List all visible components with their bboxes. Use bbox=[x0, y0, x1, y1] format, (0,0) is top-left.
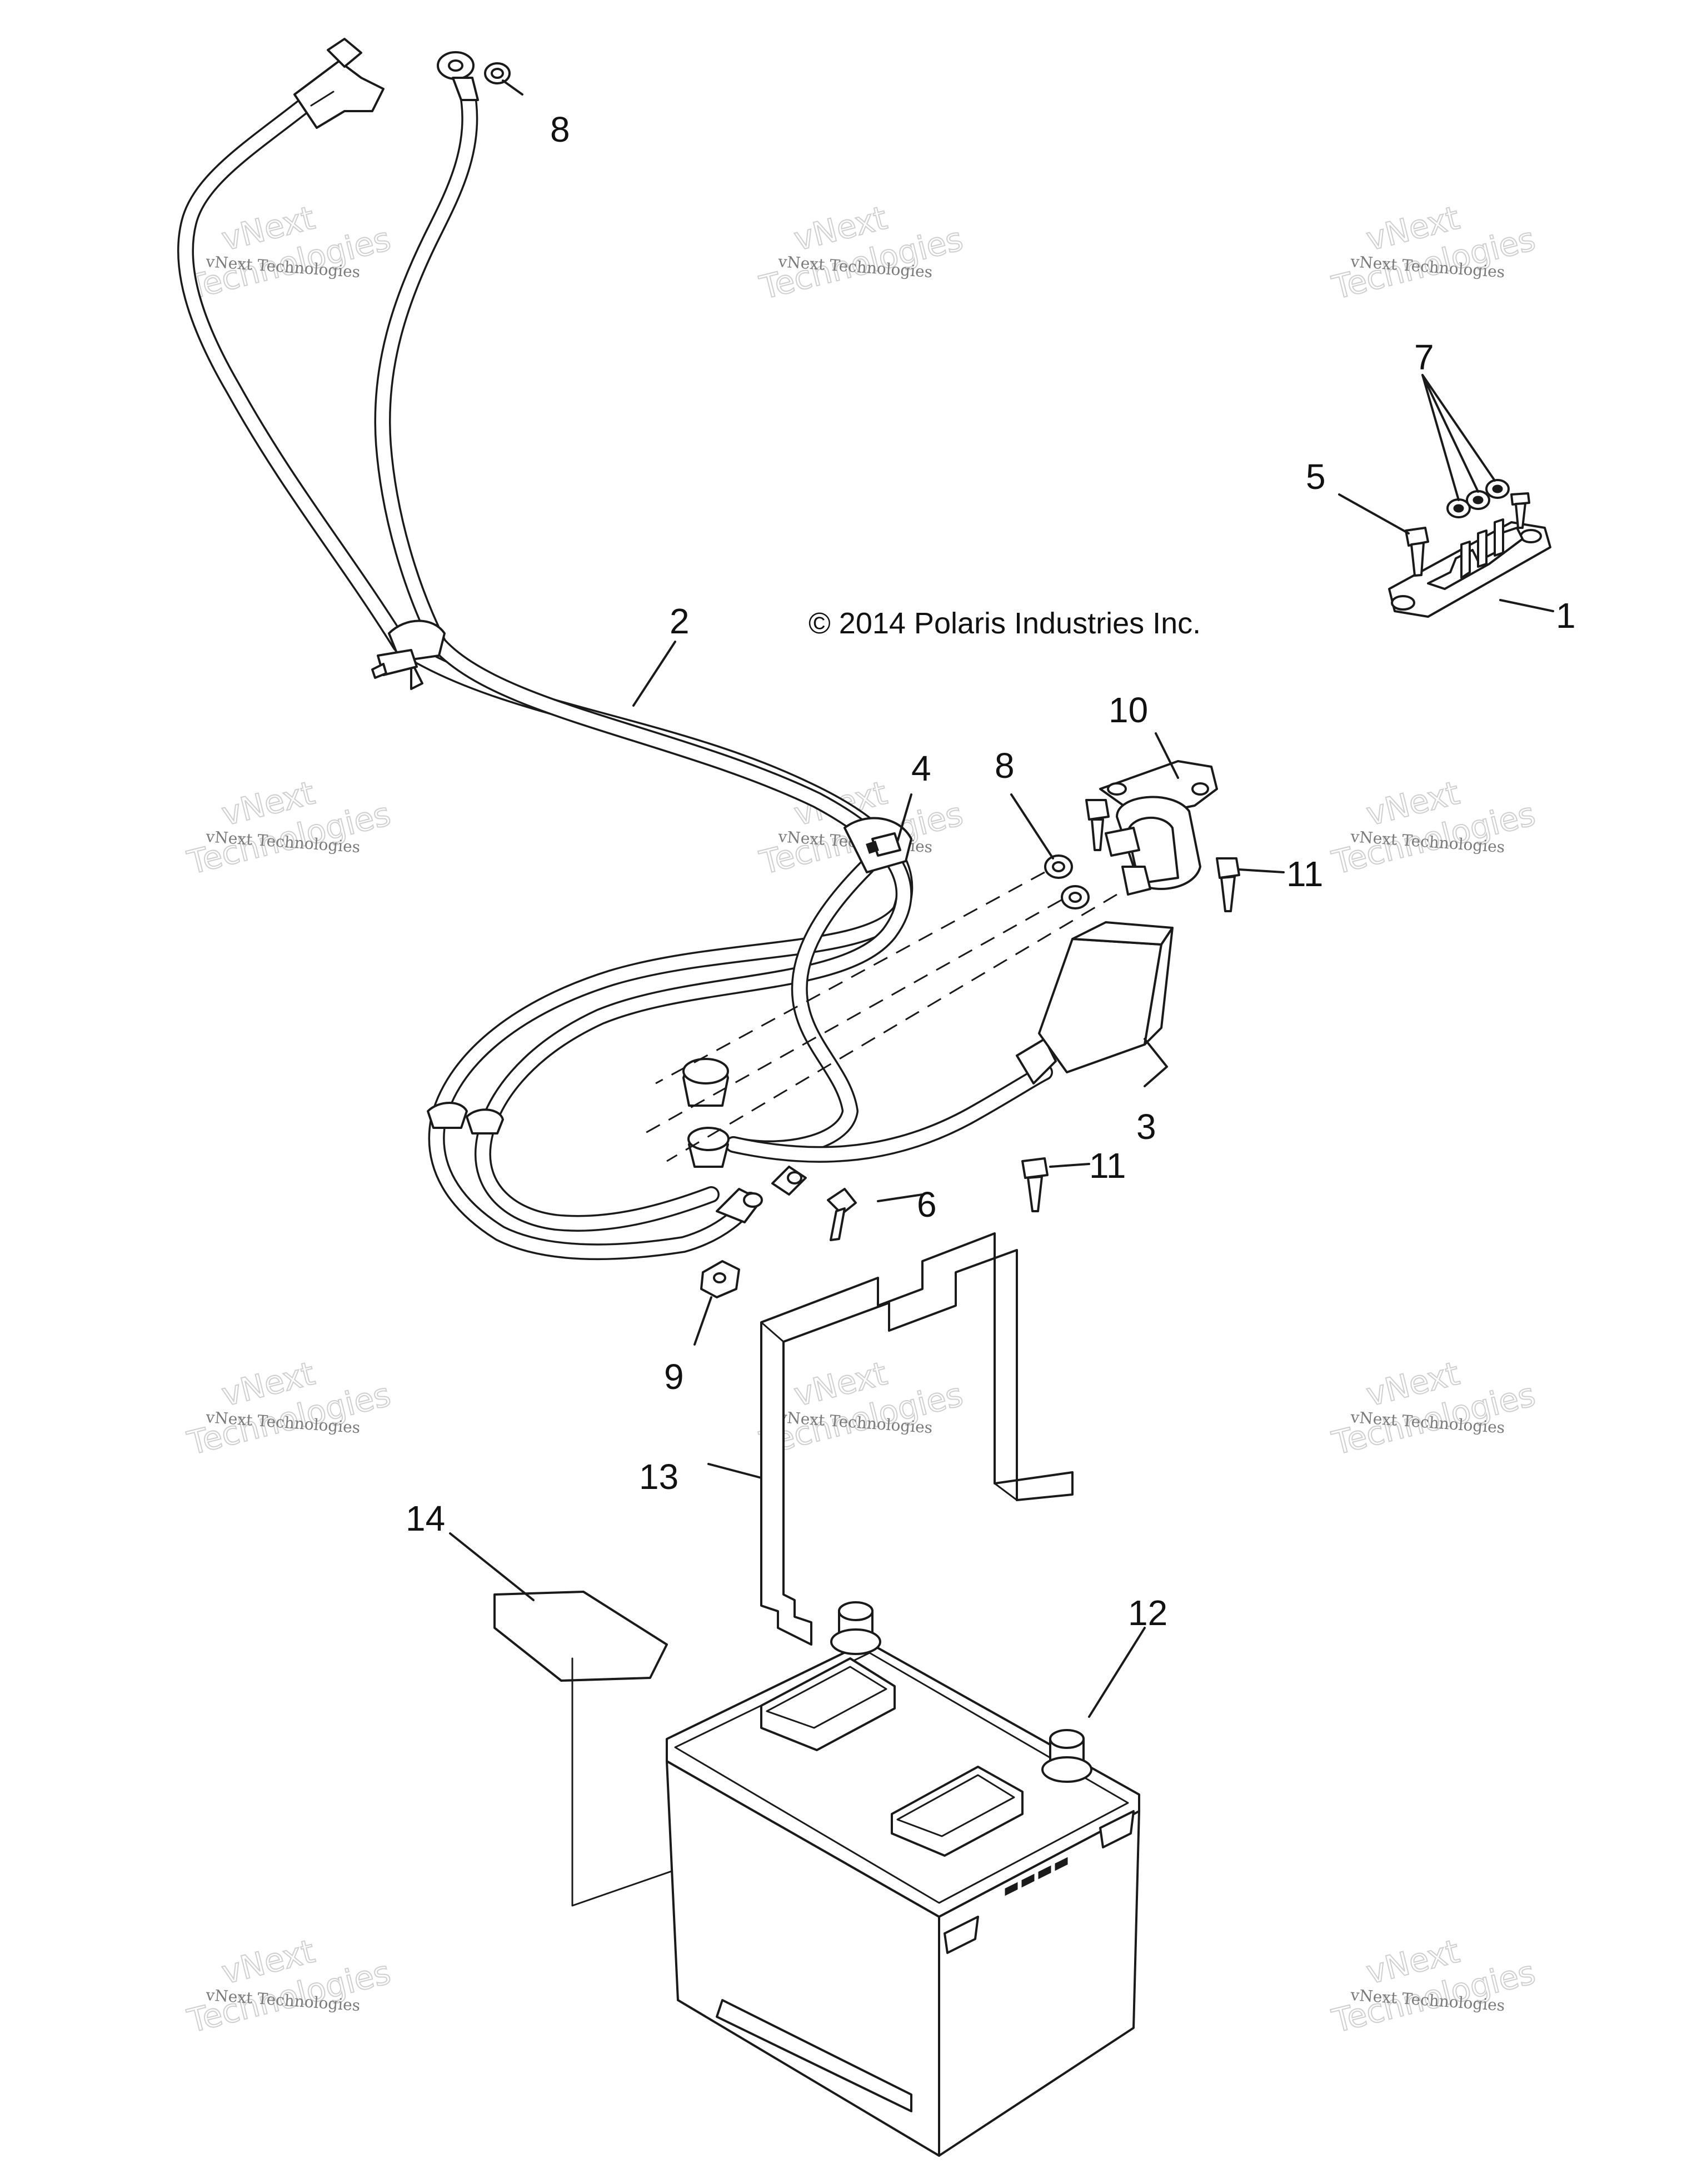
cable-boot-top-left bbox=[293, 38, 385, 129]
leader-8-top bbox=[502, 79, 523, 96]
alignment-lines bbox=[644, 871, 1117, 1162]
callout-11-mid: 11 bbox=[1089, 1146, 1126, 1186]
watermark-12: vNext Technologies bbox=[1327, 1932, 1539, 2041]
connector-3 bbox=[1016, 921, 1174, 1084]
leader-4 bbox=[896, 793, 912, 843]
leader-11-right bbox=[1238, 868, 1285, 873]
terminal-block-1 bbox=[1388, 518, 1551, 618]
nut-9 bbox=[700, 1260, 740, 1298]
callout-labels: 1 2 3 4 5 6 7 8 8 9 10 11 11 12 13 14 bbox=[406, 109, 1576, 1633]
leader-lines bbox=[449, 79, 1554, 1718]
battery-12 bbox=[666, 1601, 1140, 2157]
callout-2: 2 bbox=[670, 601, 690, 641]
nut-8-mid bbox=[1044, 854, 1090, 909]
cable-junction-4 bbox=[843, 817, 912, 873]
nut-8-top bbox=[484, 62, 511, 84]
watermark-4: vNext Technologies bbox=[183, 773, 395, 882]
bolt-11-right bbox=[1216, 857, 1240, 912]
callout-8-mid: 8 bbox=[995, 746, 1015, 786]
leader-13 bbox=[707, 1463, 762, 1479]
callout-1: 1 bbox=[1556, 596, 1576, 636]
callout-13: 13 bbox=[639, 1457, 678, 1497]
callout-14: 14 bbox=[406, 1498, 445, 1538]
cable-harness bbox=[177, 38, 1053, 1261]
ring-terminals-lower bbox=[716, 1166, 807, 1223]
callout-10: 10 bbox=[1109, 690, 1148, 730]
battery-terminal-negative bbox=[1041, 1729, 1092, 1783]
cable-clamp-middle bbox=[682, 1058, 730, 1168]
copyright-notice: © 2014 Polaris Industries Inc. bbox=[808, 607, 1201, 640]
leader-9 bbox=[693, 1296, 712, 1346]
leader-7 bbox=[1421, 374, 1496, 501]
bracket-13 bbox=[760, 1232, 1074, 1646]
leader-10 bbox=[1155, 732, 1179, 779]
leader-14 bbox=[449, 1532, 535, 1601]
callout-12: 12 bbox=[1128, 1593, 1167, 1633]
callout-11-right: 11 bbox=[1286, 854, 1323, 894]
leader-8-mid bbox=[1010, 793, 1054, 859]
watermark-2: vNext Technologies bbox=[755, 198, 967, 307]
bolt-6 bbox=[827, 1188, 857, 1241]
leader-11-mid bbox=[1049, 1163, 1090, 1168]
cable-clamp-left bbox=[427, 1102, 504, 1135]
watermark-10: vNext Technologies bbox=[183, 1932, 395, 2041]
solenoid-10 bbox=[1085, 760, 1218, 896]
watermark-6: vNext Technologies bbox=[1327, 773, 1539, 882]
watermark-7: vNext Technologies bbox=[183, 1354, 395, 1463]
callout-4: 4 bbox=[911, 748, 931, 788]
watermark-3: vNext Technologies bbox=[1327, 198, 1539, 307]
callout-5: 5 bbox=[1306, 457, 1326, 497]
callout-7: 7 bbox=[1414, 337, 1434, 377]
callout-3: 3 bbox=[1136, 1107, 1156, 1147]
battery-terminal-positive bbox=[830, 1601, 881, 1655]
bolt-11-mid bbox=[1021, 1157, 1049, 1212]
leader-1 bbox=[1499, 599, 1554, 612]
callout-8-top: 8 bbox=[550, 109, 570, 149]
screw-5 bbox=[1405, 527, 1429, 577]
callout-9: 9 bbox=[664, 1357, 684, 1397]
callout-6: 6 bbox=[917, 1185, 937, 1225]
leader-12 bbox=[1088, 1627, 1146, 1718]
cable-clamp-upper bbox=[371, 619, 446, 690]
nuts-7 bbox=[1446, 479, 1530, 529]
cable-eyelet-top bbox=[437, 51, 479, 101]
leader-3 bbox=[1144, 1038, 1168, 1087]
watermark-9: vNext Technologies bbox=[1327, 1354, 1539, 1463]
leader-2 bbox=[632, 641, 676, 707]
battery-vent-grille bbox=[1005, 1857, 1068, 1896]
leader-5 bbox=[1338, 493, 1410, 534]
leader-6 bbox=[877, 1193, 924, 1202]
